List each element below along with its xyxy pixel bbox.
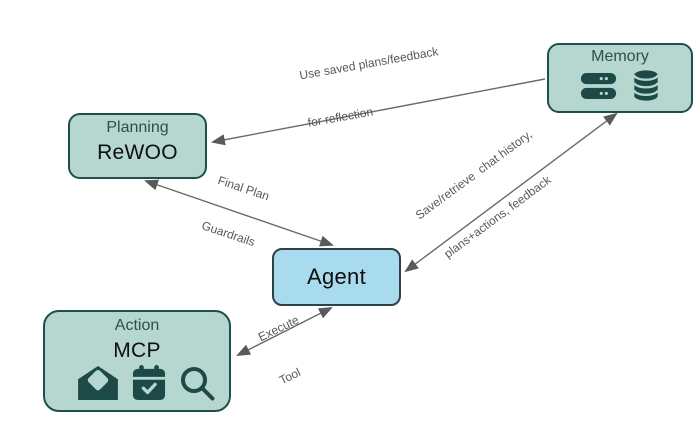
node-memory: Memory [547, 43, 693, 113]
edge-memory-to-planning [210, 78, 546, 146]
node-agent: Agent [272, 248, 401, 306]
node-action: Action MCP [43, 310, 231, 412]
agent-title: Agent [307, 264, 366, 289]
node-planning: Planning ReWOO [68, 113, 207, 179]
edge-planning-agent [144, 179, 334, 247]
edge-agent-memory [404, 112, 618, 273]
action-body: MCP [113, 339, 161, 362]
memory-title: Memory [591, 48, 649, 65]
edge-action-agent [236, 307, 333, 356]
open-mail-icon [78, 365, 118, 401]
server-icon [580, 72, 617, 99]
database-icon [633, 70, 659, 101]
calendar-check-icon [132, 365, 166, 400]
memory-icons-row [580, 69, 660, 102]
search-icon [181, 367, 215, 401]
edge-label-use-saved-plans: Use saved plans/feedback for reflection [298, 44, 440, 130]
planning-title: Planning [106, 119, 169, 136]
planning-body: ReWOO [97, 141, 178, 164]
action-title: Action [114, 317, 160, 334]
action-icons-row [77, 365, 215, 401]
